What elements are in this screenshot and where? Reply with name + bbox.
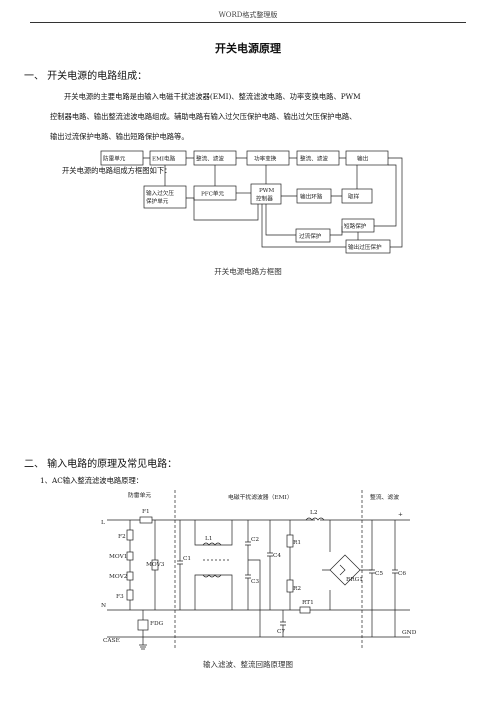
label-emi-unit: 电磁干扰滤波器（EMI） <box>228 493 293 501</box>
label-MOV2: MOV2 <box>109 574 128 580</box>
label-plus: + <box>398 512 403 518</box>
fuse-f1 <box>139 516 153 524</box>
mov2 <box>126 571 134 581</box>
circuit-caption: 输入滤波、整流回路原理图 <box>203 660 293 669</box>
label-R2: R2 <box>293 586 301 592</box>
block-protect-in-label-1: 输入过欠压 <box>146 189 174 197</box>
section2-heading: 二、 输入电路的原理及常见电路： <box>24 459 178 470</box>
resistor-r2 <box>286 579 294 593</box>
block-overcurrent <box>295 228 331 243</box>
mov1 <box>126 551 134 561</box>
bridge-brg1 <box>329 554 361 586</box>
label-GND: GND <box>402 630 417 636</box>
section1-heading: 一、 开关电源的电路组成： <box>24 71 148 82</box>
block-protect-in-label-2: 保护单元 <box>146 197 169 205</box>
block-emi-label: EMI电路 <box>152 155 176 163</box>
label-MOV3: MOV3 <box>146 562 165 568</box>
block-rectify-out-label: 整流、滤波 <box>300 155 328 163</box>
label-rect-unit: 整流、滤波 <box>370 493 399 501</box>
label-C2: C2 <box>251 537 259 543</box>
label-F2: F2 <box>118 534 126 540</box>
label-C3: C3 <box>251 579 259 585</box>
para-line-2: 控制器电路、输出整流滤波电路组成。辅助电路有输入过欠压保护电路、输出过欠压保护电… <box>50 112 357 121</box>
block-lightning-label: 防雷单元 <box>103 155 126 163</box>
label-L1: L1 <box>205 536 213 542</box>
para-line-4: 开关电源的电路组成方框图如下： <box>62 166 172 175</box>
block-power-label: 功率变换 <box>254 155 277 163</box>
block-rectify-in-label: 整流、滤波 <box>196 155 224 163</box>
section2-sub1: 1、AC输入整流滤波电路原理： <box>40 476 144 485</box>
label-BRG1: BRG1 <box>346 577 363 583</box>
block-overcurrent-label: 过流保护 <box>299 232 322 240</box>
fdg <box>137 619 149 631</box>
resistor-r1 <box>286 534 294 548</box>
label-CASE: CASE <box>103 638 120 644</box>
label-N: N <box>101 603 106 609</box>
block-short-label: 短路保护 <box>344 222 367 230</box>
block-sample-label: 取样 <box>348 193 360 201</box>
block-feedback-label: 输出环路 <box>300 193 323 201</box>
block-out-protect <box>345 239 391 254</box>
label-L: L <box>101 520 105 526</box>
block-pwm-label-2: 控制器 <box>256 195 273 203</box>
label-C6: C6 <box>398 571 406 577</box>
block-diagram-caption: 开关电源电路方框图 <box>214 267 282 276</box>
label-MOV1: MOV1 <box>109 554 127 560</box>
block-pfc-label: PFC单元 <box>201 190 225 198</box>
label-C5: C5 <box>375 571 383 577</box>
label-RT1: RT1 <box>302 600 314 606</box>
label-L2: L2 <box>310 510 318 516</box>
label-FDG: FDG <box>150 621 164 627</box>
header-divider <box>30 22 466 23</box>
label-R1: R1 <box>293 540 301 546</box>
label-C7: C7 <box>277 629 285 635</box>
page-title: 开关电源原理 <box>215 42 281 55</box>
fuse-f2 <box>126 529 134 541</box>
label-C1: C1 <box>183 556 191 562</box>
fuse-f3 <box>126 589 134 601</box>
label-F3: F3 <box>116 594 124 600</box>
thermistor-rt1 <box>299 606 311 614</box>
page-header: WORD格式整理版 <box>218 11 278 19</box>
label-F1: F1 <box>142 509 150 515</box>
para-line-1: 开关电源的主要电路是由输入电磁干扰滤波器(EMI)、整流滤波电路、功率变换电路、… <box>64 92 361 101</box>
block-output-label: 输出 <box>357 155 368 163</box>
block-pwm-label-1: PWM <box>259 188 275 194</box>
block-out-protect-label: 输出过压保护 <box>348 243 382 251</box>
label-lightning-unit: 防雷单元 <box>128 491 151 499</box>
para-line-3: 输出过流保护电路、输出短路保护电路等。 <box>50 132 189 141</box>
mov3 <box>151 559 159 571</box>
label-C4: C4 <box>273 553 281 559</box>
